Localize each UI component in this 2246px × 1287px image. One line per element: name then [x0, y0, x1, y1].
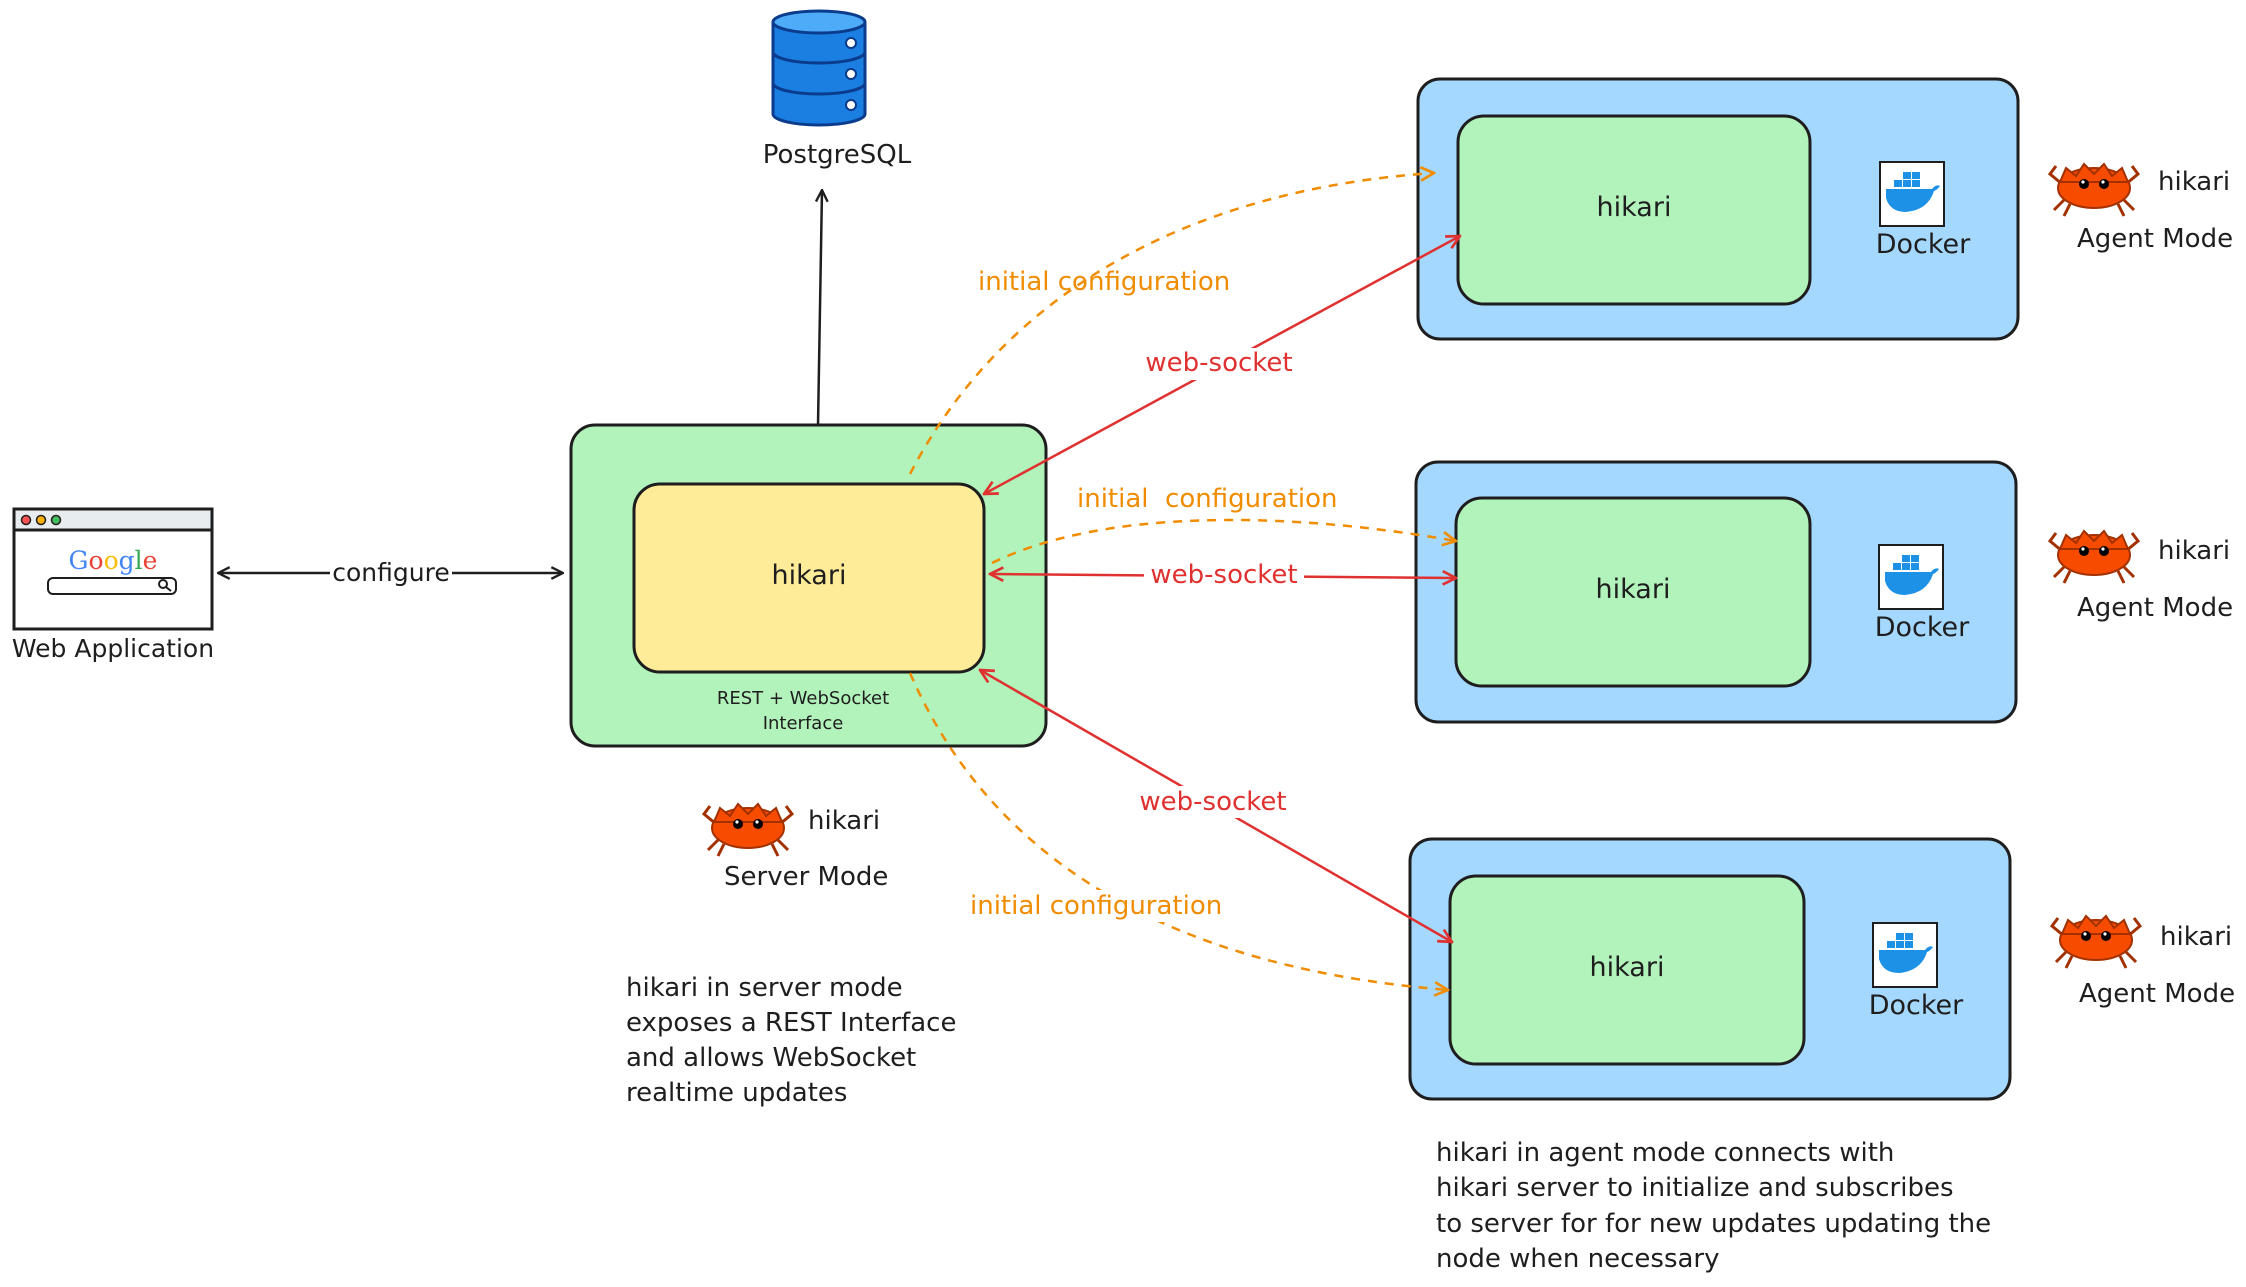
- agent-note-line: to server for for new updates updating t…: [1436, 1209, 1991, 1239]
- agent-mode-label: Agent Mode: [2079, 979, 2235, 1009]
- agent-hikari-label: hikari: [1590, 952, 1665, 983]
- server-node: hikari REST + WebSocket Interface: [569, 423, 1048, 748]
- initial-config-label: initial configuration: [1077, 484, 1338, 514]
- server-note-line: hikari in server mode: [626, 973, 903, 1003]
- browser-window-icon: Google: [12, 507, 214, 631]
- rust-crab-icon: [2049, 914, 2143, 969]
- database-icon: [771, 9, 867, 127]
- search-icon: [158, 579, 172, 592]
- websocket-edge-bottom: web-socket: [980, 670, 1452, 942]
- agent-mode-badge-3: hikari Agent Mode: [2049, 914, 2235, 1009]
- initial-config-label: initial configuration: [970, 891, 1222, 921]
- agent-hikari-label: hikari: [1596, 574, 1671, 605]
- server-interface-line2: Interface: [763, 713, 844, 734]
- docker-label: Docker: [1869, 990, 1964, 1021]
- brand-letter: o: [104, 546, 119, 575]
- docker-icon: [1878, 544, 1944, 610]
- server-mode-badge: hikari Server Mode: [701, 802, 888, 892]
- brand-letter: l: [135, 546, 143, 575]
- postgresql-database: PostgreSQL: [763, 9, 912, 170]
- websocket-edge-mid: web-socket: [990, 560, 1456, 592]
- brand-letter: e: [143, 546, 158, 575]
- server-interface-line1: REST + WebSocket: [717, 688, 889, 709]
- server-note-line: and allows WebSocket: [626, 1043, 916, 1073]
- agent-hikari-box: [1448, 874, 1806, 1066]
- agent-node-3: hikari Docker: [1408, 837, 2012, 1101]
- agent-mode-name: hikari: [2160, 922, 2232, 952]
- agent-node-1: hikari Docker: [1416, 77, 2020, 341]
- agent-mode-badge-2: hikari Agent Mode: [2047, 529, 2233, 623]
- agent-note-line: hikari in agent mode connects with: [1436, 1138, 1894, 1168]
- configure-label: configure: [332, 558, 449, 587]
- agent-hikari-label: hikari: [1597, 192, 1672, 223]
- brand-letter: G: [69, 546, 89, 575]
- websocket-label: web-socket: [1150, 560, 1297, 590]
- initial-config-label: initial configuration: [978, 267, 1230, 297]
- agent-mode-name: hikari: [2158, 536, 2230, 566]
- agent-note: hikari in agent mode connects with hikar…: [1436, 1138, 1991, 1274]
- docker-icon: [1872, 922, 1938, 988]
- websocket-label: web-socket: [1139, 787, 1286, 817]
- rust-crab-icon: [2047, 529, 2141, 584]
- agent-hikari-box: [1454, 496, 1812, 688]
- agent-mode-badge-1: hikari Agent Mode: [2047, 162, 2233, 254]
- brand-letter: o: [89, 546, 104, 575]
- server-mode-name: hikari: [808, 806, 880, 836]
- agent-mode-label: Agent Mode: [2077, 224, 2233, 254]
- server-hikari-box: [632, 482, 986, 674]
- search-box: [47, 577, 177, 595]
- brand-letter: g: [119, 546, 135, 575]
- server-hikari-label: hikari: [772, 560, 847, 591]
- initial-config-edge-mid: initial configuration: [991, 484, 1456, 565]
- agent-note-line: node when necessary: [1436, 1244, 1720, 1274]
- web-application-label: Web Application: [12, 634, 214, 663]
- agent-hikari-box: [1456, 114, 1812, 306]
- server-note: hikari in server mode exposes a REST Int…: [626, 973, 956, 1108]
- server-note-line: exposes a REST Interface: [626, 1008, 956, 1038]
- agent-node-2: hikari Docker: [1414, 460, 2018, 724]
- agent-mode-label: Agent Mode: [2077, 593, 2233, 623]
- server-note-line: realtime updates: [626, 1078, 847, 1108]
- docker-label: Docker: [1875, 612, 1970, 643]
- docker-icon: [1879, 161, 1945, 227]
- websocket-edge-top: web-socket: [984, 236, 1460, 494]
- search-brand-logo: Google: [69, 546, 158, 575]
- docker-label: Docker: [1876, 229, 1971, 260]
- postgresql-label: PostgreSQL: [763, 140, 912, 170]
- agent-mode-name: hikari: [2158, 167, 2230, 197]
- configure-edge: configure: [218, 558, 563, 588]
- server-mode-label: Server Mode: [724, 862, 888, 892]
- web-application: Google Web Application: [12, 507, 214, 663]
- rust-crab-icon: [701, 802, 795, 857]
- rust-crab-icon: [2047, 162, 2141, 217]
- agent-note-line: hikari server to initialize and subscrib…: [1436, 1173, 1954, 1203]
- websocket-label: web-socket: [1145, 348, 1292, 378]
